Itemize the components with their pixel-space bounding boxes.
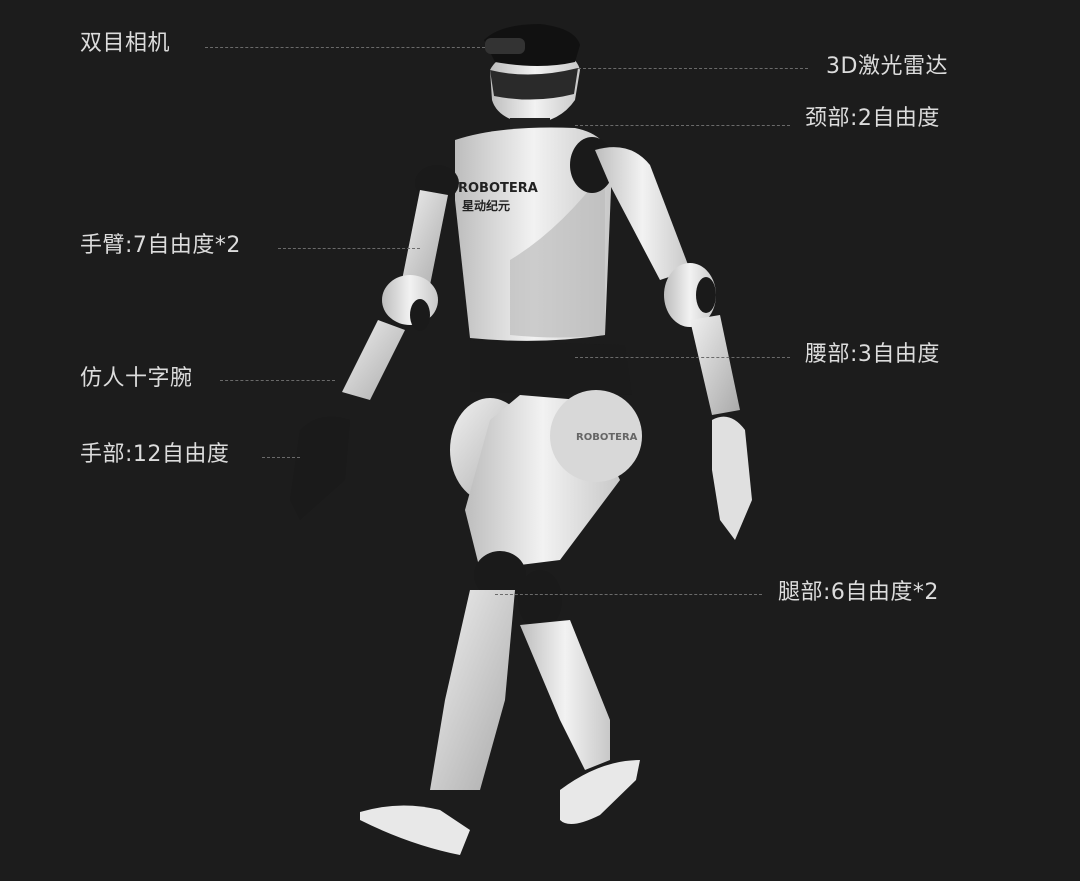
leader-line-arm: [278, 248, 420, 249]
leader-line-lidar: [578, 68, 808, 69]
robot-left-arm: [290, 165, 459, 520]
robot-legs: ROBOTERA: [360, 390, 642, 855]
label-arm: 手臂:7自由度*2: [80, 233, 241, 258]
label-lidar: 3D激光雷达: [826, 54, 948, 79]
svg-text:ROBOTERA: ROBOTERA: [576, 432, 638, 443]
left-hand: [290, 416, 350, 520]
robot-head: [484, 24, 580, 124]
leader-line-stereo-camera: [205, 47, 485, 48]
robot-right-arm: [570, 137, 752, 540]
label-waist: 腰部:3自由度: [805, 342, 940, 367]
brand-logo-cn: 星动纪元: [462, 198, 510, 213]
label-neck: 颈部:2自由度: [805, 106, 940, 131]
leader-line-waist: [575, 357, 790, 358]
leader-line-wrist: [220, 380, 335, 381]
stereo-camera-icon: [485, 38, 525, 54]
brand-logo-en: ROBOTERA: [458, 181, 538, 196]
label-stereo-camera: 双目相机: [80, 31, 171, 56]
leader-line-hand: [262, 457, 300, 458]
leader-line-neck: [575, 125, 790, 126]
right-hand: [712, 416, 752, 540]
robot-waist: [470, 340, 632, 395]
leader-line-leg: [495, 594, 762, 595]
label-wrist: 仿人十字腕: [80, 366, 193, 391]
label-hand: 手部:12自由度: [80, 442, 230, 467]
label-leg: 腿部:6自由度*2: [778, 580, 939, 605]
robot-torso: ROBOTERA 星动纪元: [455, 127, 612, 341]
